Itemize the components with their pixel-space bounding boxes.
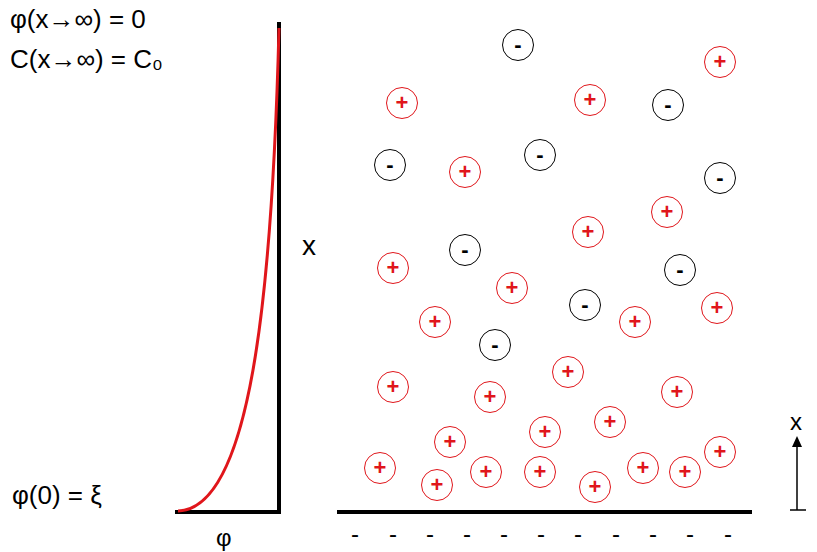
ion-circle: + — [524, 456, 556, 488]
ion-charge: + — [387, 376, 400, 398]
ion-circle: + — [669, 456, 701, 488]
ion-circle: + — [619, 306, 651, 338]
ion-circle: - — [569, 289, 601, 321]
ion-charge: + — [396, 92, 409, 114]
surface-charge: - — [686, 522, 694, 546]
ion-charge: + — [714, 441, 727, 463]
surface-charge: - — [389, 522, 397, 546]
ion-circle: + — [434, 426, 466, 458]
ion-circle: + — [572, 216, 604, 248]
ion-charge: - — [461, 239, 468, 261]
axis-arrow-head — [792, 436, 802, 447]
ion-circle: + — [579, 471, 611, 503]
ion-circle: - — [704, 162, 736, 194]
ion-charge: + — [589, 476, 602, 498]
ion-circle: + — [701, 292, 733, 324]
ion-charge: + — [539, 421, 552, 443]
ion-circle: + — [529, 416, 561, 448]
axis-label: φ — [216, 526, 232, 550]
ion-charge: - — [676, 259, 683, 281]
ion-charge: + — [637, 457, 650, 479]
surface-charge: - — [351, 522, 359, 546]
boundary-condition: C(x→∞) = C₀ — [10, 46, 163, 72]
ion-charge: + — [711, 297, 724, 319]
ion-charge: + — [562, 361, 575, 383]
ion-charge: + — [604, 411, 617, 433]
ion-circle: + — [449, 156, 481, 188]
axis-label: x — [302, 232, 316, 260]
ion-charge: + — [444, 431, 457, 453]
ion-circle: - — [502, 29, 534, 61]
ion-circle: - — [652, 89, 684, 121]
axis-label: x — [790, 410, 802, 434]
surface-charge: - — [612, 522, 620, 546]
ion-circle: + — [364, 452, 396, 484]
surface-charge: - — [463, 522, 471, 546]
phi-axis — [175, 510, 281, 514]
ion-circle: + — [386, 87, 418, 119]
ion-charge: - — [581, 294, 588, 316]
ion-circle: + — [470, 456, 502, 488]
ion-charge: + — [429, 311, 442, 333]
ion-charge: - — [536, 144, 543, 166]
ion-circle: - — [664, 254, 696, 286]
surface-charge: - — [574, 522, 582, 546]
ion-circle: + — [496, 272, 528, 304]
ion-circle: + — [574, 84, 606, 116]
ion-charge: + — [534, 461, 547, 483]
axis-arrow-line — [796, 444, 798, 510]
ion-charge: + — [480, 461, 493, 483]
surface-charge: - — [537, 522, 545, 546]
ion-circle: - — [449, 234, 481, 266]
ion-charge: + — [459, 161, 472, 183]
axis-base-tick — [790, 509, 806, 511]
ion-charge: + — [679, 461, 692, 483]
ion-circle: + — [704, 436, 736, 468]
surface-charge: - — [724, 522, 732, 546]
ion-circle: + — [552, 356, 584, 388]
ion-circle: + — [421, 469, 453, 501]
ion-charge: + — [431, 474, 444, 496]
ion-circle: + — [377, 371, 409, 403]
ion-charge: + — [584, 89, 597, 111]
ion-charge: + — [671, 381, 684, 403]
ion-charge: - — [514, 34, 521, 56]
ion-charge: + — [374, 457, 387, 479]
surface-charge: - — [649, 522, 657, 546]
ion-charge: - — [716, 167, 723, 189]
boundary-condition: φ(x→∞) = 0 — [10, 6, 146, 32]
surface-charge: - — [426, 522, 434, 546]
ion-charge: + — [506, 277, 519, 299]
ion-charge: + — [629, 311, 642, 333]
ion-circle: - — [524, 139, 556, 171]
ion-charge: - — [664, 94, 671, 116]
ion-circle: + — [661, 376, 693, 408]
ion-charge: + — [661, 201, 674, 223]
charged-surface — [337, 510, 752, 514]
ion-charge: + — [582, 221, 595, 243]
ion-circle: + — [627, 452, 659, 484]
ion-circle: + — [419, 306, 451, 338]
ion-charge: - — [491, 334, 498, 356]
ion-circle: + — [377, 252, 409, 284]
surface-charge: - — [500, 522, 508, 546]
surface-potential: φ(0) = ξ — [12, 482, 102, 508]
ion-circle: + — [704, 46, 736, 78]
ion-charge: + — [484, 386, 497, 408]
potential-curve — [178, 28, 279, 511]
ion-circle: + — [474, 381, 506, 413]
ion-circle: - — [479, 329, 511, 361]
ion-charge: + — [387, 257, 400, 279]
ion-circle: + — [594, 406, 626, 438]
ion-circle: - — [374, 149, 406, 181]
ion-charge: + — [714, 51, 727, 73]
ion-circle: + — [651, 196, 683, 228]
ion-charge: - — [386, 154, 393, 176]
